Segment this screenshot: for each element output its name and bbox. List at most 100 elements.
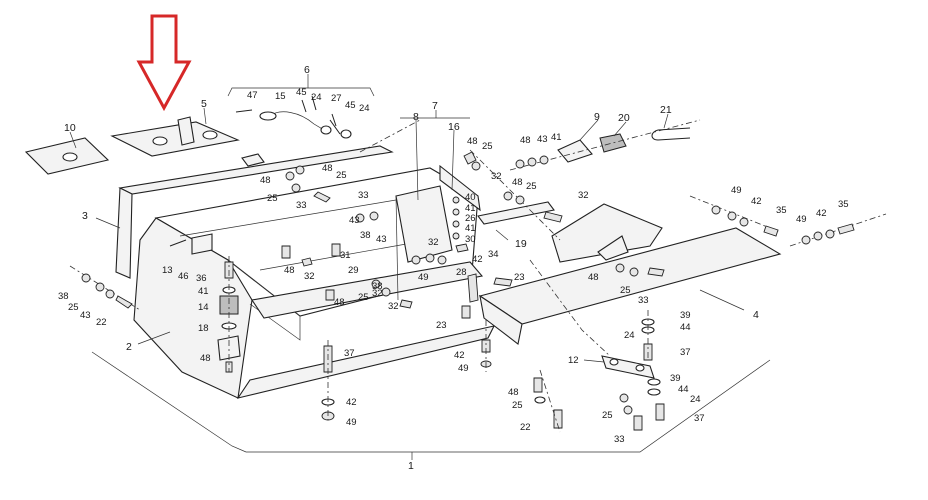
callout-4: 4 — [753, 309, 759, 321]
callout-43: 43 — [376, 234, 387, 245]
callout-38: 38 — [372, 281, 383, 292]
callout-3: 3 — [82, 210, 88, 222]
callout-32: 32 — [428, 237, 439, 248]
callout-42: 42 — [816, 208, 827, 219]
callout-34: 34 — [488, 249, 499, 260]
callout-48: 48 — [588, 272, 599, 283]
callout-48: 48 — [322, 163, 333, 174]
callout-23: 23 — [514, 272, 525, 283]
callout-41: 41 — [465, 203, 476, 214]
callout-41: 41 — [551, 132, 562, 143]
part-3-top-rail — [115, 119, 421, 279]
callout-8: 8 — [413, 111, 419, 123]
callout-32: 32 — [372, 288, 383, 299]
callout-48: 48 — [512, 177, 523, 188]
callout-32: 32 — [304, 271, 315, 282]
leader-lines — [69, 74, 745, 460]
callout-labels: 10 5 6 47 15 45 24 27 45 24 7 8 16 48 25… — [58, 64, 849, 472]
part-19-angle-bar — [477, 201, 555, 225]
callout-27: 27 — [331, 93, 342, 104]
callout-48: 48 — [260, 175, 271, 186]
callout-37: 37 — [680, 347, 691, 358]
callout-42: 42 — [454, 350, 465, 361]
callout-20: 20 — [618, 112, 630, 124]
callout-29: 29 — [348, 265, 359, 276]
callout-26: 26 — [465, 213, 476, 224]
callout-22: 22 — [520, 422, 531, 433]
callout-32: 32 — [578, 190, 589, 201]
callout-36: 36 — [196, 273, 207, 284]
callout-18: 18 — [198, 323, 209, 334]
right-end-fasteners — [689, 195, 887, 247]
callout-32: 32 — [388, 301, 399, 312]
callout-2: 2 — [126, 341, 132, 353]
callout-22: 22 — [96, 317, 107, 328]
callout-42: 42 — [472, 254, 483, 265]
callout-49: 49 — [458, 363, 469, 374]
part-10-plate — [24, 137, 110, 175]
callout-30: 30 — [465, 234, 476, 245]
callout-25: 25 — [336, 170, 347, 181]
parts-9-20-21 — [509, 119, 701, 171]
callout-37: 37 — [694, 413, 705, 424]
callout-42: 42 — [346, 397, 357, 408]
callout-25: 25 — [620, 285, 631, 296]
callout-38: 38 — [360, 230, 371, 241]
callout-14: 14 — [198, 302, 209, 313]
callout-44: 44 — [680, 322, 691, 333]
callout-25: 25 — [68, 302, 79, 313]
callout-16: 16 — [448, 121, 460, 133]
callout-24: 24 — [624, 330, 635, 341]
callout-19: 19 — [515, 238, 527, 250]
callout-25: 25 — [602, 410, 613, 421]
callout-33: 33 — [296, 200, 307, 211]
callout-25: 25 — [358, 292, 369, 303]
callout-12: 12 — [568, 355, 579, 366]
part-5-plate — [110, 116, 240, 157]
callout-47: 47 — [247, 90, 258, 101]
callout-15: 15 — [275, 91, 286, 102]
left-fastener-group — [69, 265, 141, 311]
part-12-bracket — [601, 355, 655, 379]
callout-10: 10 — [64, 122, 76, 134]
callout-7: 7 — [432, 100, 438, 112]
callout-48: 48 — [200, 353, 211, 364]
callout-23: 23 — [436, 320, 447, 331]
callout-24: 24 — [359, 103, 370, 114]
callout-35: 35 — [776, 205, 787, 216]
callout-37: 37 — [344, 348, 355, 359]
callout-48: 48 — [520, 135, 531, 146]
red-down-arrow-icon — [136, 14, 192, 112]
part-2-main-frame — [133, 164, 496, 399]
callout-43: 43 — [349, 215, 360, 226]
callout-1: 1 — [408, 460, 414, 472]
callout-21: 21 — [660, 104, 672, 116]
left-bushing-stack — [169, 233, 241, 373]
callout-41: 41 — [465, 223, 476, 234]
callout-45: 45 — [296, 87, 307, 98]
callout-9: 9 — [594, 111, 600, 123]
callout-45: 45 — [345, 100, 356, 111]
callout-46: 46 — [178, 271, 189, 282]
callout-48: 48 — [284, 265, 295, 276]
callout-48: 48 — [467, 136, 478, 147]
callout-48: 48 — [334, 297, 345, 308]
callout-25: 25 — [482, 141, 493, 152]
callout-49: 49 — [346, 417, 357, 428]
callout-24: 24 — [311, 92, 322, 103]
callout-13: 13 — [162, 265, 173, 276]
callout-42: 42 — [751, 196, 762, 207]
callout-25: 25 — [267, 193, 278, 204]
callout-39: 39 — [680, 310, 691, 321]
part-4-side-deflector — [478, 203, 782, 357]
callout-40: 40 — [465, 192, 476, 203]
callout-49: 49 — [796, 214, 807, 225]
callout-33: 33 — [614, 434, 625, 445]
callout-33: 33 — [358, 190, 369, 201]
callout-5: 5 — [201, 98, 207, 110]
callout-43: 43 — [80, 310, 91, 321]
callout-49: 49 — [418, 272, 429, 283]
central-fasteners — [281, 149, 665, 319]
callout-38: 38 — [58, 291, 69, 302]
